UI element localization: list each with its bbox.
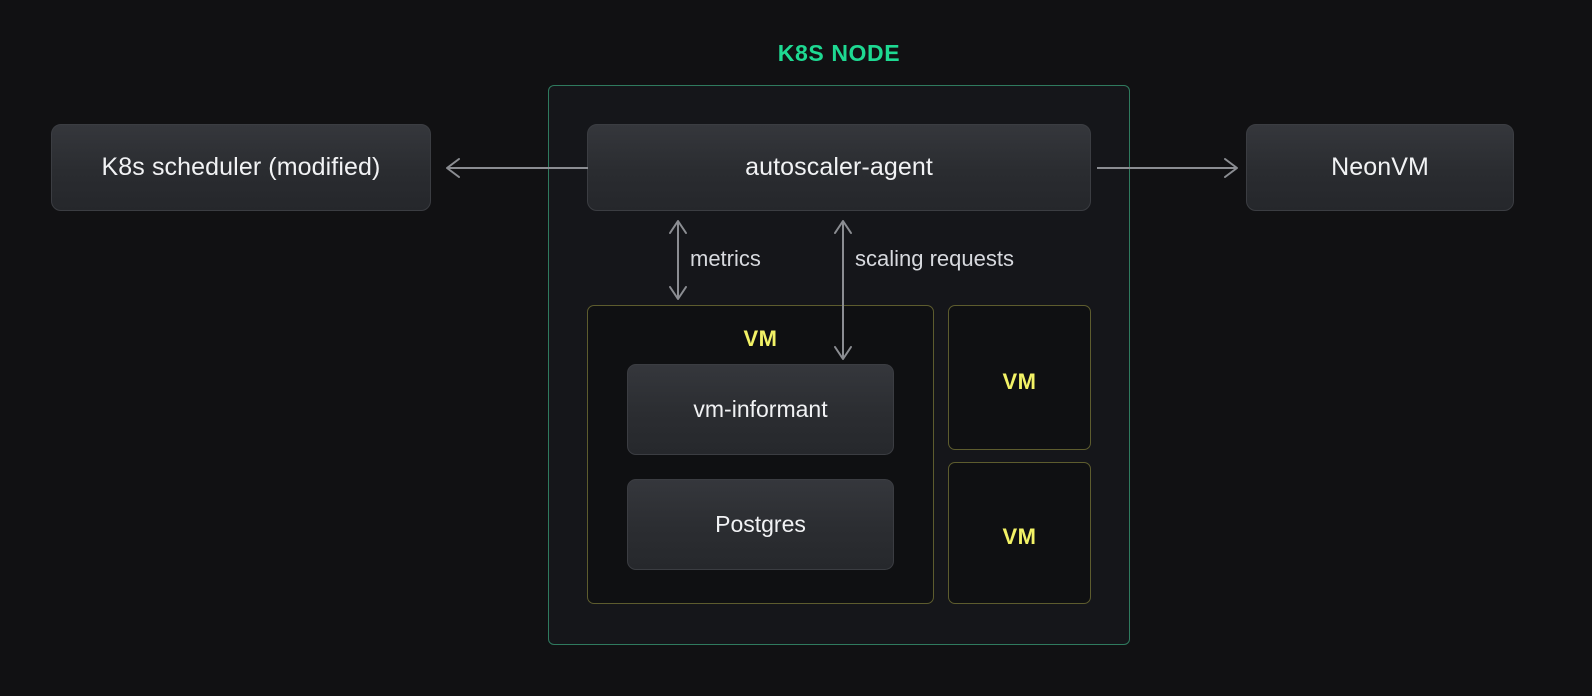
neonvm-box[interactable]: NeonVM [1246, 124, 1514, 211]
k8s-node-title: K8S NODE [777, 40, 901, 66]
vm-side-box-2[interactable]: VM [948, 462, 1091, 604]
postgres-label: Postgres [715, 511, 806, 537]
postgres-box[interactable]: Postgres [627, 479, 894, 570]
k8s-scheduler-label: K8s scheduler (modified) [101, 153, 381, 181]
vm-main-label: VM [743, 326, 778, 351]
vm-informant-label: vm-informant [693, 396, 828, 422]
k8s-scheduler-box[interactable]: K8s scheduler (modified) [51, 124, 431, 211]
flow-label-metrics: metrics [690, 246, 761, 271]
vm-informant-box[interactable]: vm-informant [627, 364, 894, 455]
autoscaler-agent-box[interactable]: autoscaler-agent [587, 124, 1091, 211]
flow-label-scaling-requests: scaling requests [855, 246, 1014, 271]
autoscaler-agent-label: autoscaler-agent [745, 153, 933, 181]
vm-side-box-1[interactable]: VM [948, 305, 1091, 450]
vm-side-label-2: VM [1002, 524, 1037, 549]
vm-side-label-1: VM [1002, 369, 1037, 394]
neonvm-label: NeonVM [1331, 153, 1429, 181]
